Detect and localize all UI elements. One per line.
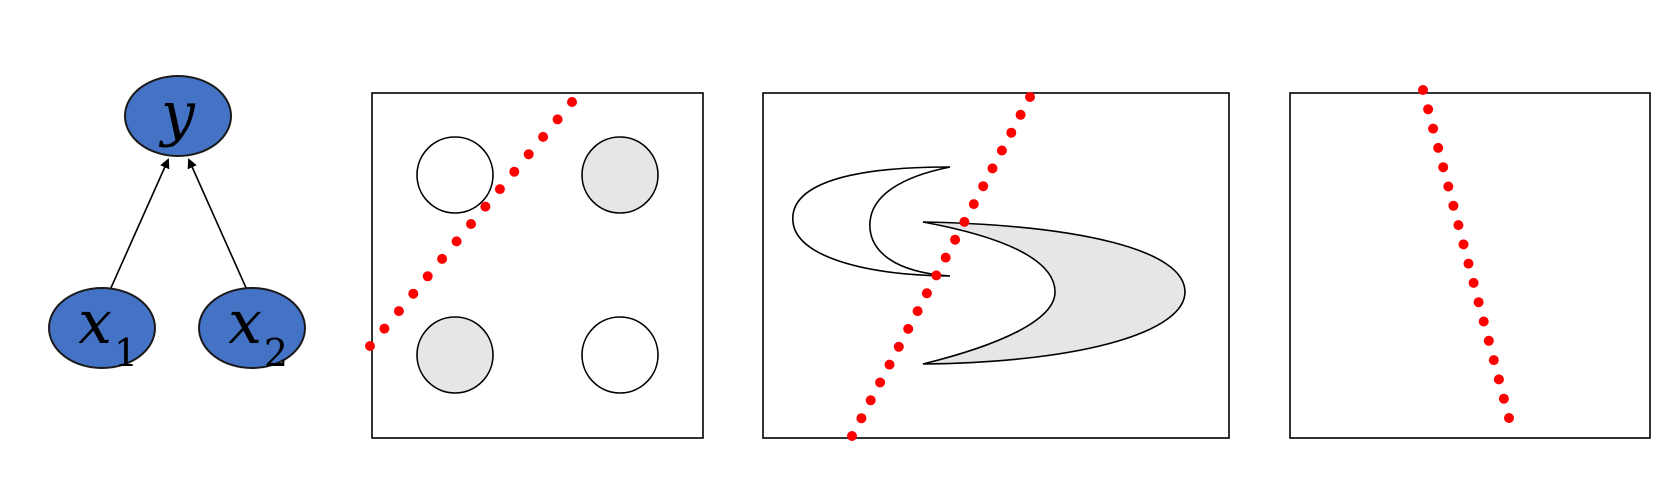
boundary-dot (1498, 393, 1509, 404)
moon-shaded (922, 221, 1186, 365)
boundary-dot (1428, 123, 1439, 134)
boundary-dot (884, 359, 895, 370)
edge-x1-to-y (109, 158, 170, 291)
boundary-dot (494, 184, 505, 195)
moon-plain (792, 166, 951, 277)
boundary-dot (978, 181, 989, 192)
boundary-dot (856, 413, 867, 424)
boundary-dot (1015, 109, 1026, 120)
boundary-dot (893, 341, 904, 352)
panel-xor-frame (371, 92, 704, 439)
boundary-dot (422, 271, 433, 282)
boundary-dots-panel-xor (365, 97, 577, 351)
node-x1-subscript: 1 (114, 331, 138, 375)
boundary-dot (921, 288, 932, 299)
edge-x2-to-y (187, 158, 248, 291)
panel-moons (762, 92, 1230, 441)
boundary-dot (1478, 316, 1489, 327)
boundary-dot (903, 323, 914, 334)
boundary-dot (523, 149, 534, 160)
node-x2: x 2 (198, 287, 306, 375)
boundary-dot (950, 234, 961, 245)
boundary-dot (996, 145, 1007, 156)
node-x2-subscript: 2 (264, 331, 288, 375)
boundary-dot (451, 236, 462, 247)
boundary-dot (538, 131, 549, 142)
boundary-dot (959, 216, 970, 227)
node-x1-label: x (78, 288, 112, 358)
boundary-dot (912, 306, 923, 317)
graphical-model: y x 1 x 2 (48, 75, 306, 375)
panel-empty (1289, 85, 1651, 439)
node-x2-label: x (228, 288, 262, 358)
boundary-dot (1453, 220, 1464, 231)
boundary-dot (552, 114, 563, 125)
boundary-dot (509, 166, 520, 177)
boundary-dot (567, 97, 577, 107)
boundary-dot (466, 219, 476, 229)
boundary-dot (1493, 374, 1504, 385)
boundary-dot (1443, 181, 1454, 192)
boundary-dot (1006, 127, 1017, 138)
boundary-dot (940, 252, 951, 263)
boundary-dot (1473, 297, 1484, 308)
boundary-dot (408, 288, 419, 299)
boundary-dot (931, 270, 942, 281)
boundary-dot (1433, 142, 1444, 153)
circle-shaded-bottom-left (416, 316, 494, 394)
circle-plain-bottom-right (581, 316, 659, 394)
boundary-dot (1468, 277, 1479, 288)
boundary-dot (1418, 85, 1428, 95)
boundary-dot (847, 431, 857, 441)
boundary-dot (1448, 200, 1459, 211)
panel-xor (365, 92, 704, 439)
boundary-dot (1504, 413, 1514, 423)
boundary-dot (379, 323, 390, 334)
boundary-dot (1423, 104, 1434, 115)
circle-shaded-top-right (581, 136, 659, 214)
boundary-dot (1483, 335, 1494, 346)
boundary-dot (968, 199, 979, 210)
boundary-dot (987, 163, 998, 174)
boundary-dots-panel-empty (1418, 85, 1514, 423)
node-x1: x 1 (48, 287, 156, 375)
boundary-dots-panel-moons (847, 92, 1035, 441)
boundary-dot (1488, 355, 1499, 366)
boundary-dot (393, 306, 404, 317)
boundary-dot (865, 395, 876, 406)
boundary-dot (365, 341, 375, 351)
circle-plain-top-left (416, 136, 494, 214)
boundary-dot (480, 201, 491, 212)
node-y-label: y (158, 79, 196, 149)
boundary-dot (1458, 239, 1469, 250)
boundary-dot (1463, 258, 1474, 269)
node-y: y (124, 75, 232, 157)
boundary-dot (437, 253, 448, 264)
boundary-dot (1438, 162, 1449, 173)
boundary-dot (875, 377, 886, 388)
boundary-dot (1025, 92, 1035, 102)
